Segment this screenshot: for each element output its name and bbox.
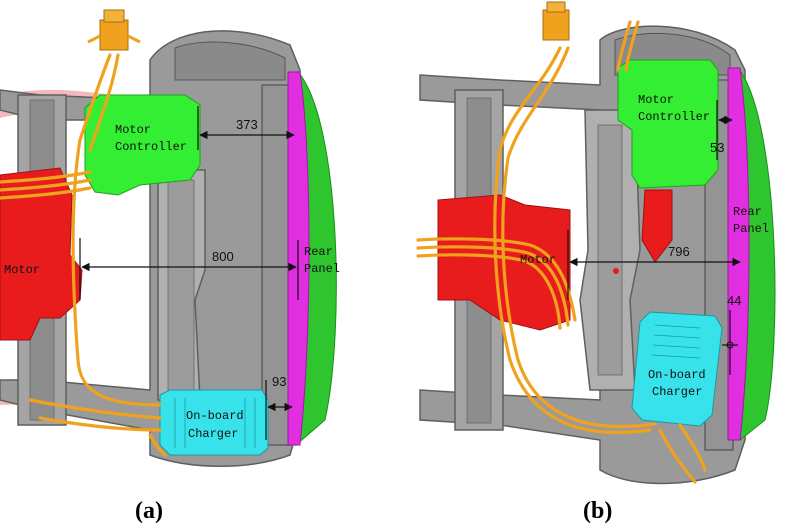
- panel-a-label-rear-1: Rear: [304, 245, 333, 259]
- panel-a: Motor Controller Motor Rear Panel On-boa…: [0, 9, 340, 524]
- panel-b: Motor Controller Motor Rear Panel On-boa…: [416, 1, 776, 524]
- panel-b-motor-controller: [617, 59, 719, 189]
- panel-a-frame-cap-top: [174, 41, 286, 81]
- panel-a-label-controller-2: Controller: [115, 140, 187, 154]
- panel-b-dim-motor-value: 796: [668, 244, 690, 259]
- panel-b-caption: (b): [583, 498, 612, 524]
- panel-a-dim-controller-value: 373: [236, 117, 258, 132]
- panel-a-dim-motor-value: 800: [212, 249, 234, 264]
- panel-a-dim-charger: [265, 380, 293, 440]
- panel-b-label-controller-2: Controller: [638, 110, 710, 124]
- panel-a-center-beam-inner: [167, 179, 195, 391]
- panel-b-label-controller-1: Motor: [638, 93, 674, 107]
- panel-b-center-beam-inner: [597, 124, 623, 376]
- panel-b-label-charger-1: On-board: [648, 368, 706, 382]
- panel-a-label-motor: Motor: [4, 263, 40, 277]
- panel-a-motor-controller: [84, 94, 201, 196]
- panel-b-rear-panel: [727, 67, 750, 441]
- panel-b-label-charger-2: Charger: [652, 385, 702, 399]
- panel-b-motor-dot: [613, 268, 619, 274]
- panel-a-label-charger-1: On-board: [186, 409, 244, 423]
- panel-a-frame-outer: [0, 30, 301, 467]
- panel-a-charger-ribs: [174, 398, 256, 448]
- panel-a-label-charger-2: Charger: [188, 427, 238, 441]
- panel-a-cable-connector: [87, 9, 141, 51]
- panel-a-charger: [159, 389, 269, 456]
- panel-b-dim-charger-value: 44: [727, 293, 741, 308]
- panel-b-cable-connector: [542, 1, 570, 41]
- panel-a-caption: (a): [135, 498, 163, 524]
- panel-b-label-rear-1: Rear: [733, 205, 762, 219]
- panel-b-label-motor: Motor: [520, 253, 556, 267]
- panel-b-label-rear-2: Panel: [733, 222, 769, 236]
- panel-a-label-controller-1: Motor: [115, 123, 151, 137]
- panel-b-charger: [631, 311, 723, 427]
- panel-b-dim-charger: [722, 310, 738, 375]
- panel-a-label-rear-2: Panel: [304, 262, 340, 276]
- panel-b-dim-controller: [716, 100, 733, 160]
- panel-b-motor-lower: [641, 189, 673, 263]
- panel-b-charger-ribs: [651, 324, 701, 359]
- panel-a-dim-charger-value: 93: [272, 374, 286, 389]
- panel-b-dim-motor: [567, 230, 741, 300]
- panel-a-dim-motor: [79, 238, 299, 300]
- panel-b-cables: [416, 20, 707, 484]
- panel-b-dim-controller-value: 53: [710, 140, 724, 155]
- panel-a-dim-controller: [197, 106, 295, 150]
- panel-a-cables: [0, 53, 167, 457]
